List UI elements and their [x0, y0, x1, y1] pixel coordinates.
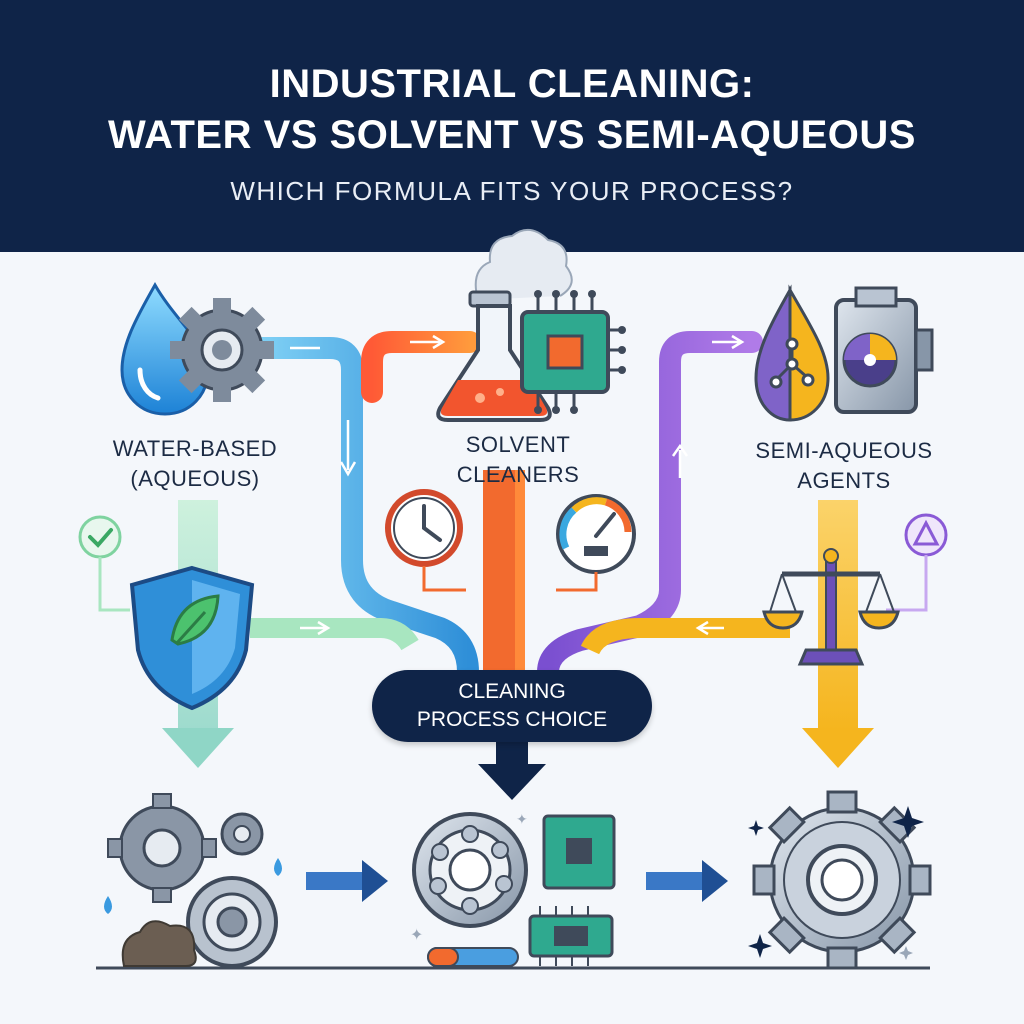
- balance-scale-icon: [762, 548, 900, 666]
- semi-aqueous-label-line2: AGENTS: [797, 468, 891, 493]
- subtitle: WHICH FORMULA FITS YOUR PROCESS?: [230, 176, 794, 206]
- water-based-label-line1: WATER-BASED: [112, 436, 278, 461]
- flask-icon: [436, 229, 573, 422]
- semi-aqueous-label: SEMI-AQUEOUS AGENTS: [724, 436, 964, 496]
- solvent-label: SOLVENT CLEANERS: [408, 430, 628, 490]
- title-line-2: WATER VS SOLVENT VS SEMI-AQUEOUS: [108, 113, 916, 157]
- cleaning-process-choice: CLEANING PROCESS CHOICE: [372, 670, 652, 742]
- svg-text:✦: ✦: [516, 812, 528, 828]
- right-arrow-1: [306, 860, 388, 902]
- gear-icon: [170, 298, 274, 402]
- check-icon: [78, 515, 130, 612]
- shield-leaf-icon: [129, 565, 255, 711]
- semi-flow-path: [537, 331, 763, 683]
- green-flow-path: [250, 618, 419, 651]
- split-drop-icon: [754, 284, 830, 422]
- solvent-label-line2: CLEANERS: [456, 462, 580, 487]
- center-down-arrow: [478, 740, 546, 800]
- circuit-chip-icon: [520, 290, 626, 414]
- clock-icon: [385, 489, 466, 592]
- solvent-flow-path: [361, 331, 525, 672]
- clean-gear-icon: [752, 790, 932, 970]
- gauge-icon: [556, 494, 636, 592]
- center-line1: CLEANING: [458, 680, 566, 703]
- title-line-1: INDUSTRIAL CLEANING:: [269, 62, 755, 106]
- warning-icon: [886, 513, 948, 612]
- svg-text:✦: ✦: [410, 925, 423, 944]
- water-based-label-line2: (AQUEOUS): [130, 466, 260, 491]
- water-flow-path: [251, 337, 479, 683]
- center-line2: PROCESS CHOICE: [416, 708, 608, 731]
- sparkle-icon: [748, 806, 924, 960]
- header-banner: INDUSTRIAL CLEANING: WATER VS SOLVENT VS…: [0, 0, 1024, 252]
- semi-aqueous-label-line1: SEMI-AQUEOUS: [755, 438, 933, 463]
- dirty-gears-icon: [104, 793, 282, 968]
- solvent-label-line1: SOLVENT: [465, 432, 571, 457]
- water-based-label: WATER-BASED (AQUEOUS): [60, 434, 330, 494]
- semi-down-arrow: [802, 500, 874, 768]
- right-arrow-2: [646, 860, 728, 902]
- machine-icon: [834, 286, 934, 414]
- yellow-flow-path: [580, 618, 790, 655]
- bearing-components-icon: ✦ ✦: [410, 812, 616, 967]
